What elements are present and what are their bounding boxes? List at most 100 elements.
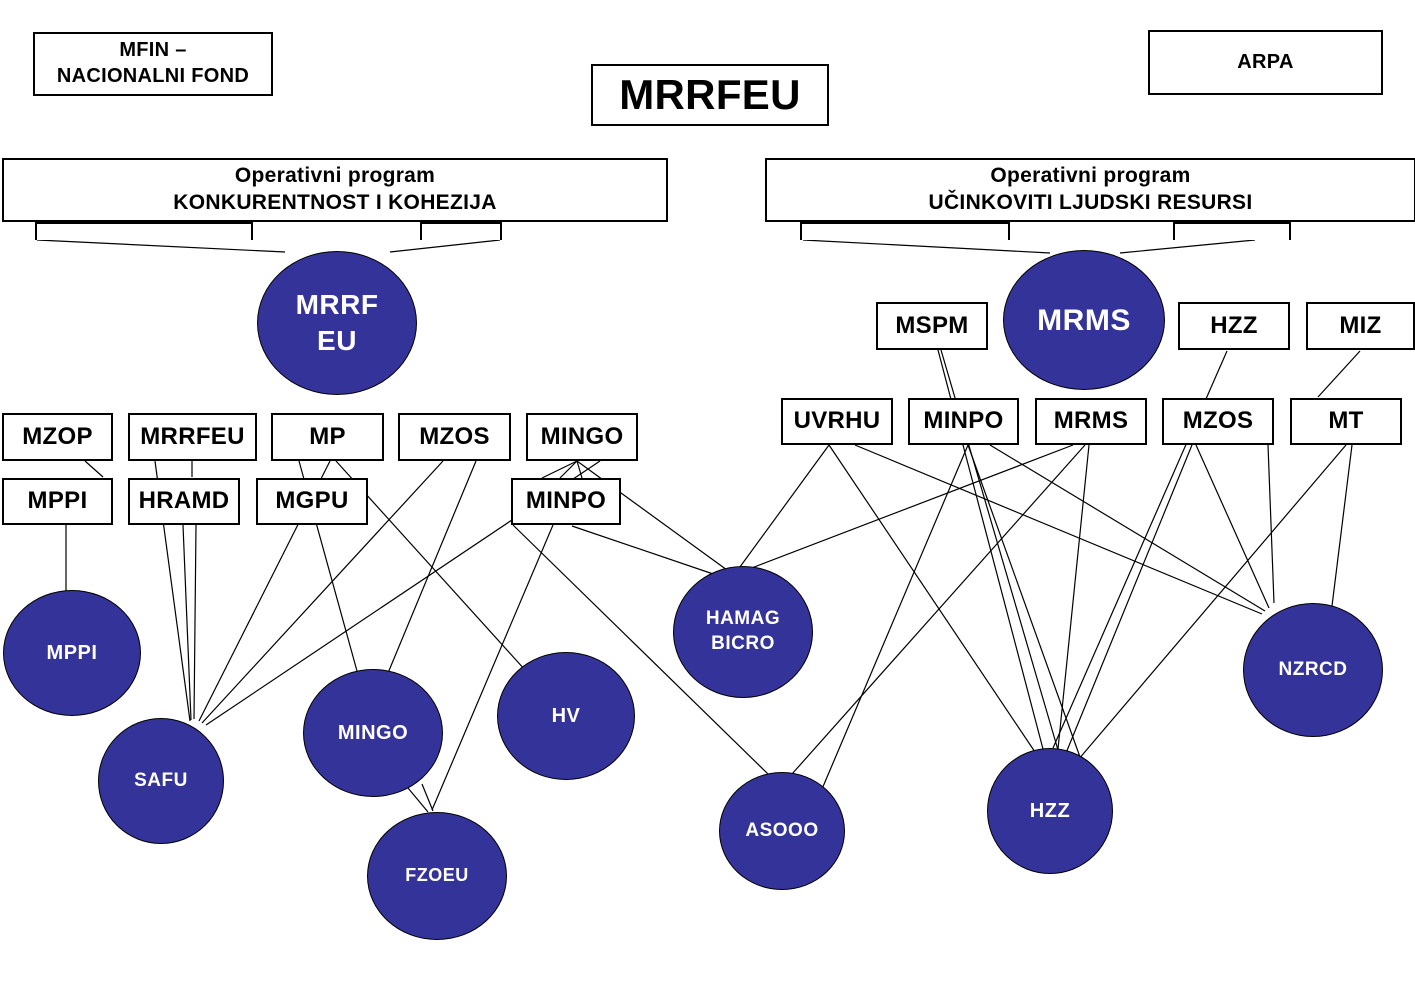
circle-mrrf-eu: MRRF EU (257, 251, 417, 395)
connector-line-38 (1195, 444, 1270, 609)
box-mppi-box: MPPI (2, 478, 113, 525)
connector-line-5 (84, 460, 104, 478)
connector-line-16 (541, 460, 578, 479)
connector-line-23 (407, 787, 429, 813)
box-mzos-right: MZOS (1162, 398, 1274, 445)
connector-line-17 (559, 460, 578, 479)
box-mrrfeu-2: MRRFEU (128, 413, 257, 461)
box-mfin-label-0: MFIN – (119, 39, 187, 62)
connector-line-29 (736, 444, 830, 572)
circle-hamag-bicro-label-0: HAMAG (705, 608, 781, 630)
connector-line-31 (828, 444, 1036, 753)
connector-line-32 (967, 444, 1081, 758)
connector-line-41 (791, 444, 1086, 775)
connector-line-22 (512, 524, 769, 775)
connector-line-11 (201, 460, 444, 724)
box-miz: MIZ (1306, 302, 1415, 350)
box-mzop-label-0: MZOP (22, 422, 93, 450)
circle-hamag-bicro-label-1: BICRO (711, 633, 775, 654)
box-mzos-left: MZOS (398, 413, 511, 461)
box-op-ljudski-resursi-label-1: UČINKOVITI LJUDSKI RESURSI (928, 191, 1253, 214)
box-mp-label-0: MP (309, 422, 346, 450)
circle-fzoeu: FZOEU (367, 812, 507, 940)
connector-line-40 (1331, 444, 1353, 607)
box-op-konkurentnost-label-1: KONKURENTNOST I KOHEZIJA (173, 191, 497, 214)
box-minpo-left-label-0: MINPO (525, 487, 607, 515)
connector-line-20 (571, 525, 723, 578)
box-mspm: MSPM (876, 302, 988, 350)
connector-line-9 (193, 524, 197, 720)
circle-hv-label-0: HV (551, 705, 581, 727)
circle-mingo-circle-label-0: MINGO (337, 722, 409, 744)
box-mfin-label-1: NACIONALNI FOND (56, 65, 250, 87)
circle-mrrf-eu-label-0: MRRF (295, 288, 379, 320)
connector-line-21 (431, 524, 554, 811)
box-mrms-box: MRMS (1035, 398, 1147, 445)
box-mrrfeu-title: MRRFEU (591, 64, 829, 126)
circle-fzoeu-label-0: FZOEU (405, 865, 469, 886)
box-mzos-left-label-0: MZOS (419, 422, 490, 450)
connector-line-0 (36, 239, 286, 253)
box-mp: MP (271, 413, 384, 461)
circle-mppi-circle: MPPI (3, 590, 141, 716)
box-minpo-right-label-0: MINPO (923, 407, 1004, 435)
circle-hamag-bicro: HAMAG BICRO (673, 566, 813, 698)
circle-mingo-circle: MINGO (303, 669, 443, 797)
box-hramd-label-0: HRAMD (138, 487, 230, 515)
box-hramd: HRAMD (128, 478, 240, 525)
connector-line-42 (821, 444, 969, 790)
box-mfin: MFIN – NACIONALNI FOND (33, 32, 273, 96)
circle-mrms-circle: MRMS (1003, 250, 1165, 390)
connector-line-1 (389, 239, 501, 253)
connector-line-30 (748, 444, 1074, 570)
box-uvrhu-label-0: UVRHU (793, 407, 881, 435)
connector-line-34 (1065, 444, 1193, 754)
connector-line-3 (1119, 239, 1256, 254)
connector-line-33 (1057, 444, 1090, 750)
box-hzz-box: HZZ (1178, 302, 1290, 350)
circle-asooo-label-0: ASOOO (745, 819, 819, 841)
connector-line-39 (1267, 444, 1275, 604)
box-op-ljudski-resursi-label-0: Operativni program (990, 164, 1191, 188)
circle-hzz-circle: HZZ (987, 748, 1113, 874)
funnel-tab-2 (420, 222, 502, 240)
box-uvrhu: UVRHU (781, 398, 893, 445)
circle-hv: HV (497, 652, 635, 780)
box-arpa-label-0: ARPA (1237, 50, 1294, 73)
box-mrrfeu-2-label-0: MRRFEU (140, 422, 245, 450)
box-mgpu-label-0: MGPU (275, 487, 349, 515)
box-mingo-left: MINGO (526, 413, 638, 461)
box-miz-label-0: MIZ (1339, 311, 1382, 339)
circle-mppi-circle-label-0: MPPI (46, 642, 98, 664)
circle-mrrf-eu-label-1: EU (317, 325, 357, 356)
circle-safu-label-0: SAFU (134, 769, 188, 791)
connector-line-37 (989, 444, 1266, 612)
connector-line-36 (854, 444, 1263, 615)
connector-line-28 (1317, 350, 1361, 398)
connector-line-2 (802, 239, 1051, 254)
box-mgpu: MGPU (256, 478, 368, 525)
box-op-konkurentnost-label-0: Operativni program (234, 164, 436, 188)
funnel-tab-1 (35, 222, 253, 240)
box-mt-label-0: MT (1328, 407, 1364, 435)
box-mzos-right-label-0: MZOS (1182, 407, 1254, 435)
connector-line-35 (1077, 444, 1347, 761)
box-mzop: MZOP (2, 413, 113, 461)
connector-line-8 (182, 524, 192, 721)
box-minpo-right: MINPO (908, 398, 1019, 445)
connector-line-24 (421, 783, 434, 812)
box-arpa: ARPA (1148, 30, 1383, 95)
circle-hzz-circle-label-0: HZZ (1029, 800, 1071, 822)
box-hzz-box-label-0: HZZ (1210, 311, 1258, 339)
circle-nzrcd-label-0: NZRCD (1278, 658, 1348, 680)
circle-nzrcd: NZRCD (1243, 603, 1383, 737)
circle-asooo: ASOOO (719, 772, 845, 890)
box-minpo-left: MINPO (511, 478, 621, 525)
box-mrrfeu-title-label-0: MRRFEU (619, 71, 801, 119)
box-mrms-box-label-0: MRMS (1053, 407, 1129, 435)
connector-line-18 (576, 460, 583, 479)
circle-mrms-circle-label-0: MRMS (1037, 303, 1131, 337)
